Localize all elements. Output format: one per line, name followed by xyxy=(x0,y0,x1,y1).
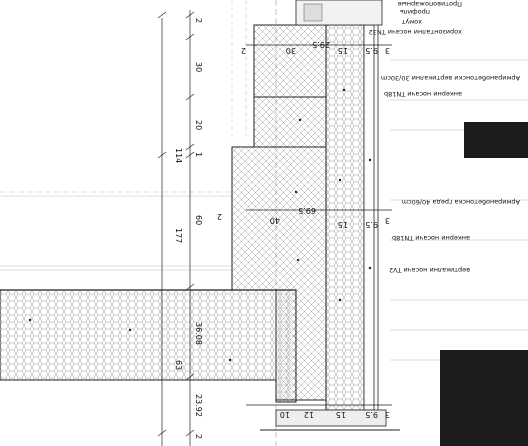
note-profil: профиль xyxy=(400,8,430,16)
upper-cap xyxy=(253,96,327,148)
note-vertikalni-nosaci: вертикални носачи TV2 xyxy=(389,266,470,274)
dim-bot-15: 15 xyxy=(336,410,346,419)
dim-total-114: 114 xyxy=(174,148,183,163)
upper-column xyxy=(253,24,327,98)
dim-upper-2: 2 xyxy=(241,46,246,55)
dimension-chain-right-upper xyxy=(246,44,392,406)
dimension-chain-top xyxy=(157,10,195,446)
insulation-layer xyxy=(325,24,365,411)
dim-lower-36: 36.08 xyxy=(194,322,203,345)
dim-top-2b: 2 xyxy=(194,434,203,439)
dark-panel-lower xyxy=(440,350,528,446)
dim-mid-40: 40 xyxy=(270,216,280,225)
dark-panel-upper xyxy=(464,122,528,158)
dim-bot-3: 3 xyxy=(385,410,390,419)
dimension-labels-left: 2 30 20 1 60 2 114 177 36.08 63 23.92 xyxy=(174,18,203,439)
dim-top-30: 30 xyxy=(194,62,203,72)
dim-top-1: 1 xyxy=(194,152,203,157)
dim-mid-15: 15 xyxy=(338,220,348,229)
dim-top-60: 60 xyxy=(194,215,203,225)
note-ankerni-2: анкерни носачи TN18b xyxy=(392,234,470,242)
note-ankerni-1: анкерни носачи TN18b xyxy=(384,90,462,98)
dim-lower-63: 63 xyxy=(174,360,183,370)
dimension-labels-upper: 2 30 29.5 15 9.5 3 xyxy=(241,40,390,55)
outer-cladding xyxy=(363,24,375,411)
dim-total-177: 177 xyxy=(174,228,183,243)
dimension-labels-middle: 2 40 69.5 15 9.5 3 xyxy=(217,206,390,229)
leader-dots xyxy=(28,88,372,362)
dimension-labels-bottom: 10 12 15 9.5 3 xyxy=(280,410,390,419)
dim-mid-95: 9.5 xyxy=(365,220,378,229)
bottom-detail xyxy=(275,409,387,427)
dim-upper-29: 29.5 xyxy=(312,40,330,49)
dim-bot-10: 10 xyxy=(280,410,290,419)
note-vertikalni-beton: Армиранобетонски вертикални 30/30cm xyxy=(381,74,520,82)
dim-upper-30: 30 xyxy=(286,46,296,55)
header-inset xyxy=(303,3,323,22)
dim-bot-12: 12 xyxy=(304,410,314,419)
floor-slab xyxy=(0,289,297,403)
note-protivopozharni: Противопожарные xyxy=(398,0,462,8)
dim-upper-15: 15 xyxy=(338,46,348,55)
dim-upper-3: 3 xyxy=(385,46,390,55)
note-horizontalni: хоризонтални носачи TN32 xyxy=(369,28,462,36)
dim-mid-3: 3 xyxy=(385,216,390,225)
annotations: Противопожарные профиль хомут хоризонтал… xyxy=(369,0,520,274)
dim-lower-23: 23.92 xyxy=(194,394,203,417)
dim-mid-69: 69.5 xyxy=(298,206,316,215)
note-greda: Армиранобетонска греда 40/60cm xyxy=(402,198,520,206)
dim-upper-95: 9.5 xyxy=(365,46,378,55)
dim-mid-2: 2 xyxy=(217,212,222,221)
dim-top-20: 20 xyxy=(194,120,203,130)
note-homut: хомут xyxy=(401,18,422,26)
dim-top-2: 2 xyxy=(194,18,203,23)
dim-bot-95: 9.5 xyxy=(365,410,378,419)
